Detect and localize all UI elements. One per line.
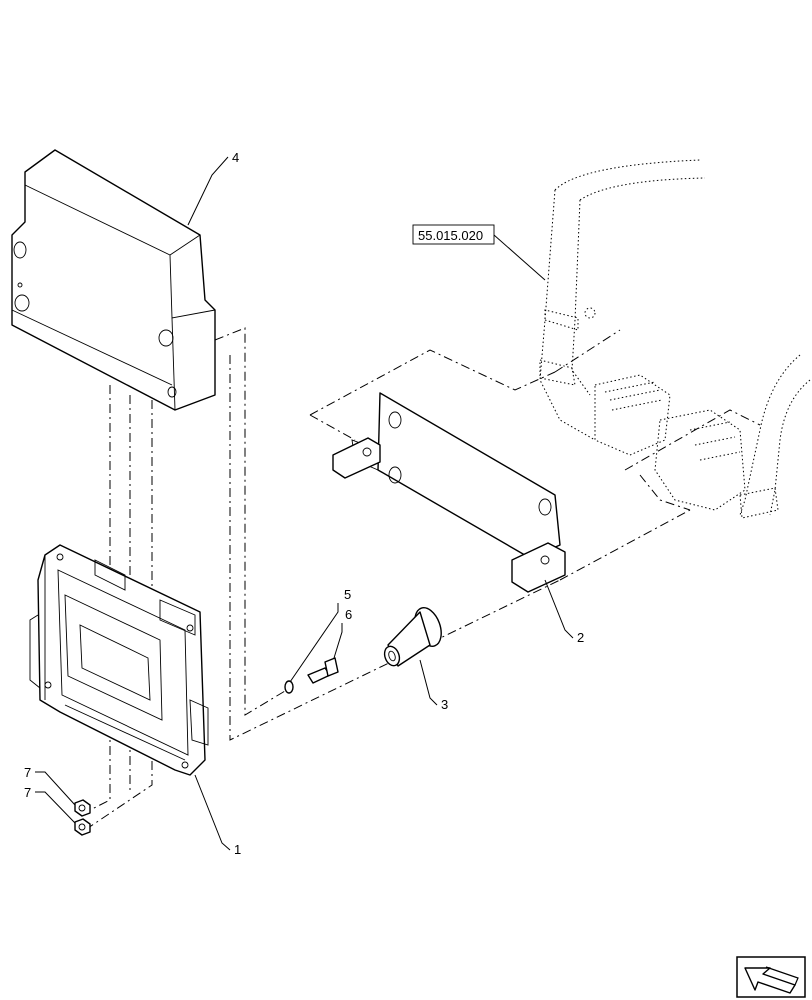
hex-nuts — [74, 799, 91, 836]
callout-7b: 7 — [24, 785, 31, 800]
ecu-module — [29, 544, 209, 776]
callout-1: 1 — [234, 842, 241, 857]
washer-and-bolt — [284, 657, 339, 694]
callout-7a: 7 — [24, 765, 31, 780]
wire-harness — [539, 159, 811, 519]
callout-6: 6 — [345, 607, 352, 622]
callout-3: 3 — [441, 697, 448, 712]
callout-2: 2 — [577, 630, 584, 645]
rubber-grommet — [383, 607, 442, 667]
ecu-cover — [11, 149, 216, 411]
direction-arrow-icon[interactable] — [736, 956, 806, 998]
reference-box[interactable] — [412, 224, 495, 245]
reference-callout[interactable]: 55.015.020 — [412, 224, 546, 281]
callout-4: 4 — [232, 150, 239, 165]
callouts: 4 2 3 5 6 1 7 7 — [24, 150, 584, 857]
reference-label[interactable]: 55.015.020 — [418, 228, 483, 243]
mounting-bracket — [332, 392, 566, 593]
callout-5: 5 — [344, 587, 351, 602]
